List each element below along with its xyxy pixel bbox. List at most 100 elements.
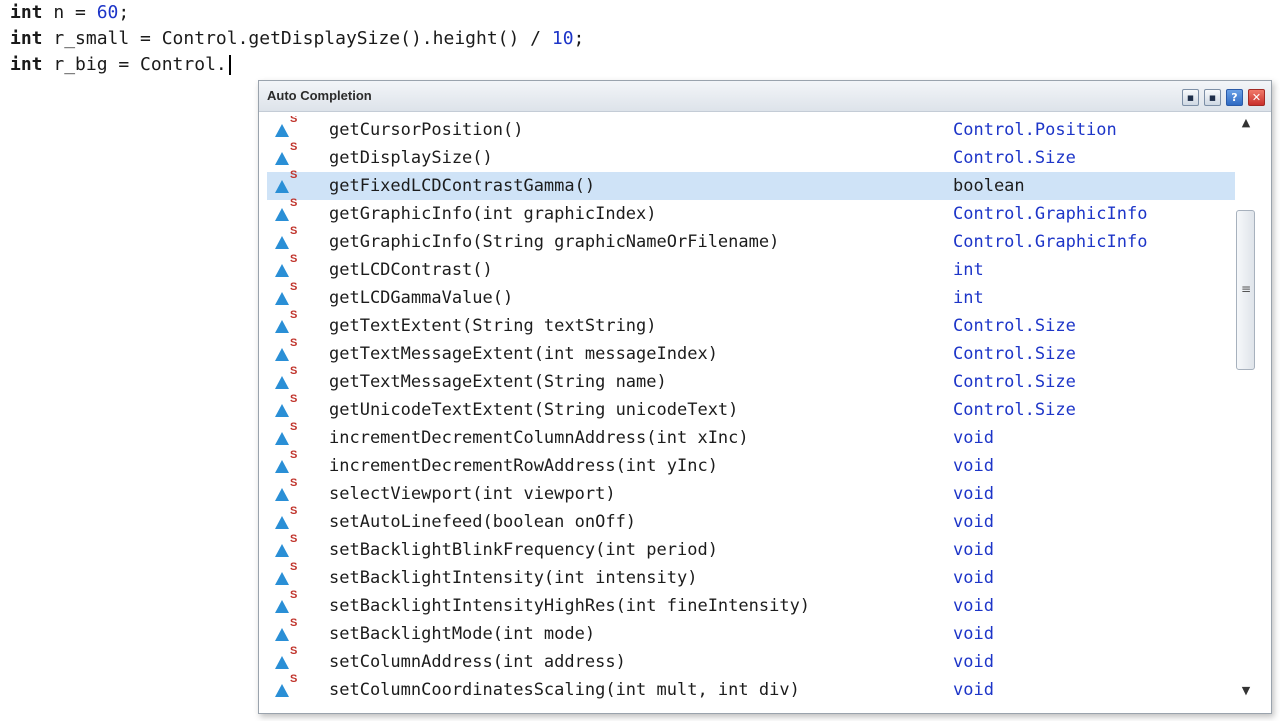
completion-return-type: Control.Size xyxy=(953,148,1076,168)
static-marker: S xyxy=(290,309,298,321)
static-marker: S xyxy=(290,393,298,405)
minimize-button[interactable]: ▪ xyxy=(1182,89,1199,106)
code-line-1: int n = 60; xyxy=(10,0,129,26)
static-marker: S xyxy=(290,337,298,349)
completion-signature: setBacklightIntensity(int intensity) xyxy=(329,568,698,588)
completion-signature: getCursorPosition() xyxy=(329,120,524,140)
static-method-icon: S xyxy=(275,505,299,532)
completion-return-type: void xyxy=(953,624,994,644)
method-triangle-icon xyxy=(275,292,289,305)
completion-return-type: int xyxy=(953,260,984,280)
popup-title: Auto Completion xyxy=(267,88,372,103)
method-triangle-icon xyxy=(275,684,289,697)
method-triangle-icon xyxy=(275,516,289,529)
method-triangle-icon xyxy=(275,544,289,557)
completion-return-type: void xyxy=(953,428,994,448)
static-marker: S xyxy=(290,116,298,125)
static-marker: S xyxy=(290,533,298,545)
static-method-icon: S xyxy=(275,393,299,420)
static-method-icon: S xyxy=(275,281,299,308)
scroll-down-arrow-icon[interactable]: ▼ xyxy=(1241,684,1251,697)
code-text: ; xyxy=(573,28,585,49)
method-triangle-icon xyxy=(275,600,289,613)
static-marker: S xyxy=(290,141,298,153)
completion-signature: getGraphicInfo(int graphicIndex) xyxy=(329,204,657,224)
static-method-icon: S xyxy=(275,449,299,476)
completion-signature: getGraphicInfo(String graphicNameOrFilen… xyxy=(329,232,780,252)
static-method-icon: S xyxy=(275,337,299,364)
completion-signature: getDisplaySize() xyxy=(329,148,493,168)
close-button[interactable]: ✕ xyxy=(1248,89,1265,106)
completion-return-type: void xyxy=(953,652,994,672)
completion-signature: setColumnCoordinatesScaling(int mult, in… xyxy=(329,680,800,700)
method-triangle-icon xyxy=(275,572,289,585)
static-method-icon: S xyxy=(275,589,299,616)
static-method-icon: S xyxy=(275,561,299,588)
number-literal: 10 xyxy=(551,28,574,49)
completion-return-type: void xyxy=(953,512,994,532)
help-button[interactable]: ? xyxy=(1226,89,1243,106)
method-triangle-icon xyxy=(275,152,289,165)
static-method-icon: S xyxy=(275,645,299,672)
static-method-icon: S xyxy=(275,116,299,140)
completion-return-type: void xyxy=(953,540,994,560)
scroll-up-arrow-icon[interactable]: ▲ xyxy=(1241,116,1251,129)
static-marker: S xyxy=(290,225,298,237)
completion-signature: getTextExtent(String textString) xyxy=(329,316,657,336)
keyword: int xyxy=(10,54,43,75)
popup-title-bar[interactable]: Auto Completion ▪ ▪ ? ✕ xyxy=(259,81,1271,112)
completion-signature: setColumnAddress(int address) xyxy=(329,652,626,672)
completion-signature: getFixedLCDContrastGamma() xyxy=(329,176,596,196)
scrollbar[interactable]: ▲ ≡ ▼ xyxy=(1235,116,1257,700)
completion-return-type: Control.Size xyxy=(953,344,1076,364)
static-marker: S xyxy=(290,477,298,489)
method-triangle-icon xyxy=(275,432,289,445)
completion-return-type: Control.Size xyxy=(953,400,1076,420)
completion-return-type: void xyxy=(953,456,994,476)
completion-signature: setBacklightBlinkFrequency(int period) xyxy=(329,540,718,560)
completion-return-type: Control.GraphicInfo xyxy=(953,232,1148,252)
completion-signature: selectViewport(int viewport) xyxy=(329,484,616,504)
static-marker: S xyxy=(290,617,298,629)
title-buttons: ▪ ▪ ? ✕ xyxy=(1182,89,1265,106)
static-method-icon: S xyxy=(275,477,299,504)
static-method-icon: S xyxy=(275,141,299,168)
scrollbar-thumb[interactable]: ≡ xyxy=(1236,210,1255,370)
completion-return-type: boolean xyxy=(953,176,1025,196)
restore-button[interactable]: ▪ xyxy=(1204,89,1221,106)
static-method-icon: S xyxy=(275,617,299,644)
completion-signature: setBacklightIntensityHighRes(int fineInt… xyxy=(329,596,811,616)
method-triangle-icon xyxy=(275,320,289,333)
completion-return-type: Control.GraphicInfo xyxy=(953,204,1148,224)
completion-return-type: Control.Position xyxy=(953,120,1117,140)
code-text: n = xyxy=(42,2,97,23)
static-marker: S xyxy=(290,645,298,657)
completion-signature: incrementDecrementRowAddress(int yInc) xyxy=(329,456,718,476)
method-triangle-icon xyxy=(275,264,289,277)
grip-icon: ≡ xyxy=(1241,282,1252,296)
